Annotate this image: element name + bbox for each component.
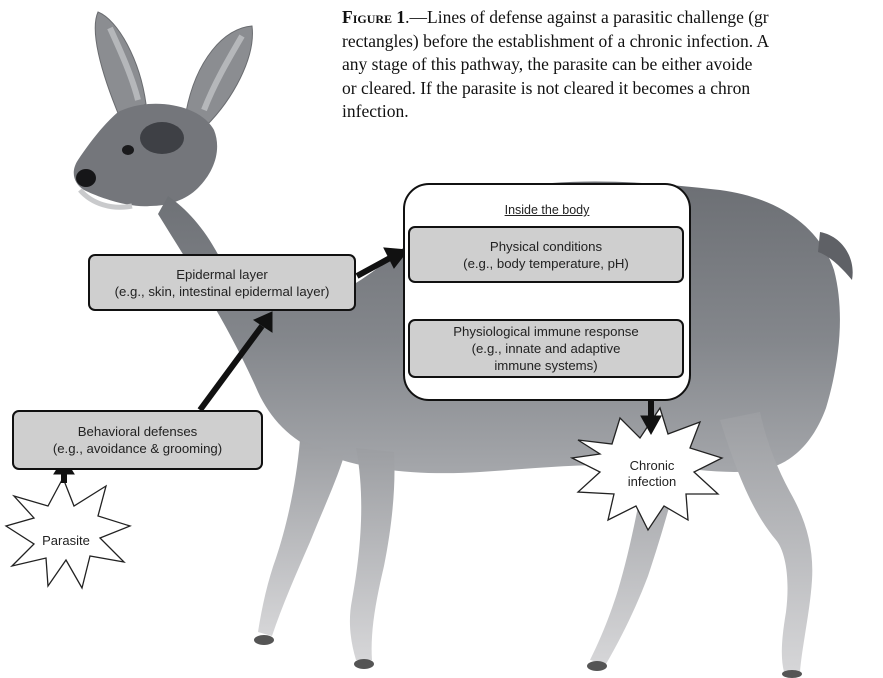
behavioral-defenses-example: (e.g., avoidance & grooming) (53, 440, 222, 457)
behavioral-defenses-title: Behavioral defenses (78, 423, 198, 440)
caption-line-4: or cleared. If the parasite is not clear… (342, 77, 883, 101)
deer-leg-front-left (258, 440, 344, 636)
epidermal-layer-title: Epidermal layer (176, 266, 268, 283)
deer-ear-left (95, 12, 146, 118)
figure-label: Figure 1 (342, 7, 405, 27)
deer-head (74, 104, 217, 206)
epidermal-layer-box: Epidermal layer (e.g., skin, intestinal … (88, 254, 356, 311)
deer-leg-front-right (350, 448, 395, 660)
inside-the-body-label: Inside the body (405, 203, 689, 217)
physiological-immune-line3: immune systems) (494, 357, 597, 374)
chronic-infection-line1: Chronic (616, 458, 688, 474)
epidermal-layer-example: (e.g., skin, intestinal epidermal layer) (115, 283, 330, 300)
caption-line-2: rectangles) before the establishment of … (342, 30, 883, 54)
physiological-immune-line2: (e.g., innate and adaptive (472, 340, 621, 357)
physical-conditions-title: Physical conditions (490, 238, 602, 255)
chronic-infection-label: Chronic infection (616, 458, 688, 490)
behavioral-defenses-box: Behavioral defenses (e.g., avoidance & g… (12, 410, 263, 470)
physiological-immune-title: Physiological immune response (453, 323, 638, 340)
parasite-label: Parasite (36, 533, 96, 549)
physiological-immune-response-box: Physiological immune response (e.g., inn… (408, 319, 684, 378)
caption-line-3: any stage of this pathway, the parasite … (342, 53, 883, 77)
physical-conditions-example: (e.g., body temperature, pH) (463, 255, 629, 272)
physical-conditions-box: Physical conditions (e.g., body temperat… (408, 226, 684, 283)
caption-line-5: infection. (342, 100, 883, 124)
figure-caption: Figure 1.—Lines of defense against a par… (342, 6, 883, 124)
caption-line-1: .—Lines of defense against a parasitic c… (405, 7, 768, 27)
chronic-infection-line2: infection (616, 474, 688, 490)
